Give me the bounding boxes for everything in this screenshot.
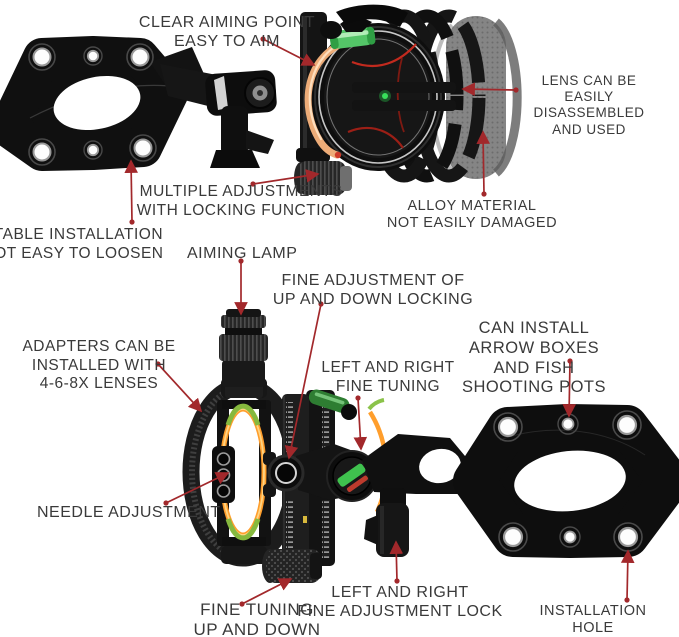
arrow-fine-adjustment (284, 301, 324, 460)
left-right-lock-cylinder (364, 503, 409, 557)
arrow-aiming-lamp (234, 258, 248, 316)
pivot-clamp (205, 70, 277, 168)
aiming-point-dot (382, 93, 388, 99)
arrow-needle-adjustment (163, 472, 230, 506)
arrow-stable-installation (124, 159, 138, 225)
callout-adapters-lenses: ADAPTERS CAN BE INSTALLED WITH 4-6-8X LE… (22, 338, 176, 393)
arrow-lr-lock (389, 540, 404, 584)
callout-lens-disassembled: LENS CAN BE EASILY DISASSEMBLED AND USED (533, 73, 645, 137)
callout-fine-tuning-up-down: FINE TUNING UP AND DOWN (193, 600, 321, 637)
bottom-sight-illustration (182, 309, 679, 583)
arrow-lens (461, 82, 519, 97)
fiber-red (351, 43, 417, 67)
installation-bracket (453, 404, 679, 558)
fine-tuning-knob (262, 549, 322, 583)
arrow-multiple-adjustments (250, 169, 320, 187)
callout-left-right-lock: LEFT AND RIGHT FINE ADJUSTMENT LOCK (297, 584, 503, 621)
callout-stable-installation: STABLE INSTALLATION NOT EASY TO LOOSEN (0, 226, 164, 262)
callout-multiple-adjustments: MULTIPLE ADJUSTMENTS WITH LOCKING FUNCTI… (136, 183, 346, 219)
callout-installation-hole: INSTALLATION HOLE (539, 603, 647, 637)
callout-needle-adjustment: NEEDLE ADJUSTMENT (37, 504, 221, 521)
rear-bubble-level (308, 389, 350, 413)
aiming-lamp-cylinder (219, 309, 268, 398)
callout-arrow-boxes: CAN INSTALL ARROW BOXES AND FISH SHOOTIN… (461, 319, 606, 397)
aiming-pin-assembly (352, 82, 456, 111)
callout-alloy-material: ALLOY MATERIAL NOT EASILY DAMAGED (386, 198, 558, 232)
arrow-fine-tuning-ud (239, 578, 293, 607)
callout-clear-aiming-point: CLEAR AIMING POINT EASY TO AIM (138, 14, 316, 51)
callout-left-right-fine-tuning: LEFT AND RIGHT FINE TUNING (321, 359, 455, 395)
updown-lock-knob (267, 454, 305, 492)
callout-aiming-lamp: AIMING LAMP (187, 245, 298, 262)
callout-arrows (124, 36, 635, 607)
arrow-alloy (476, 130, 490, 197)
arrow-installation-hole (620, 549, 635, 603)
mounting-bracket (0, 36, 232, 171)
dial-logo-green (337, 463, 366, 487)
scope-front-ring (311, 23, 445, 171)
arrow-adapters (155, 361, 203, 413)
bracket-arm (362, 434, 470, 512)
arrow-arrow-boxes (562, 358, 577, 418)
arrow-clear-aiming (260, 36, 316, 66)
top-clamp (336, 4, 408, 28)
arrow-left-right-tuning (353, 395, 368, 451)
bracket-holes (28, 43, 157, 166)
top-sight-illustration (0, 4, 522, 195)
callout-fine-adjustment-locking: FINE ADJUSTMENT OF UP AND DOWN LOCKING (272, 272, 474, 309)
